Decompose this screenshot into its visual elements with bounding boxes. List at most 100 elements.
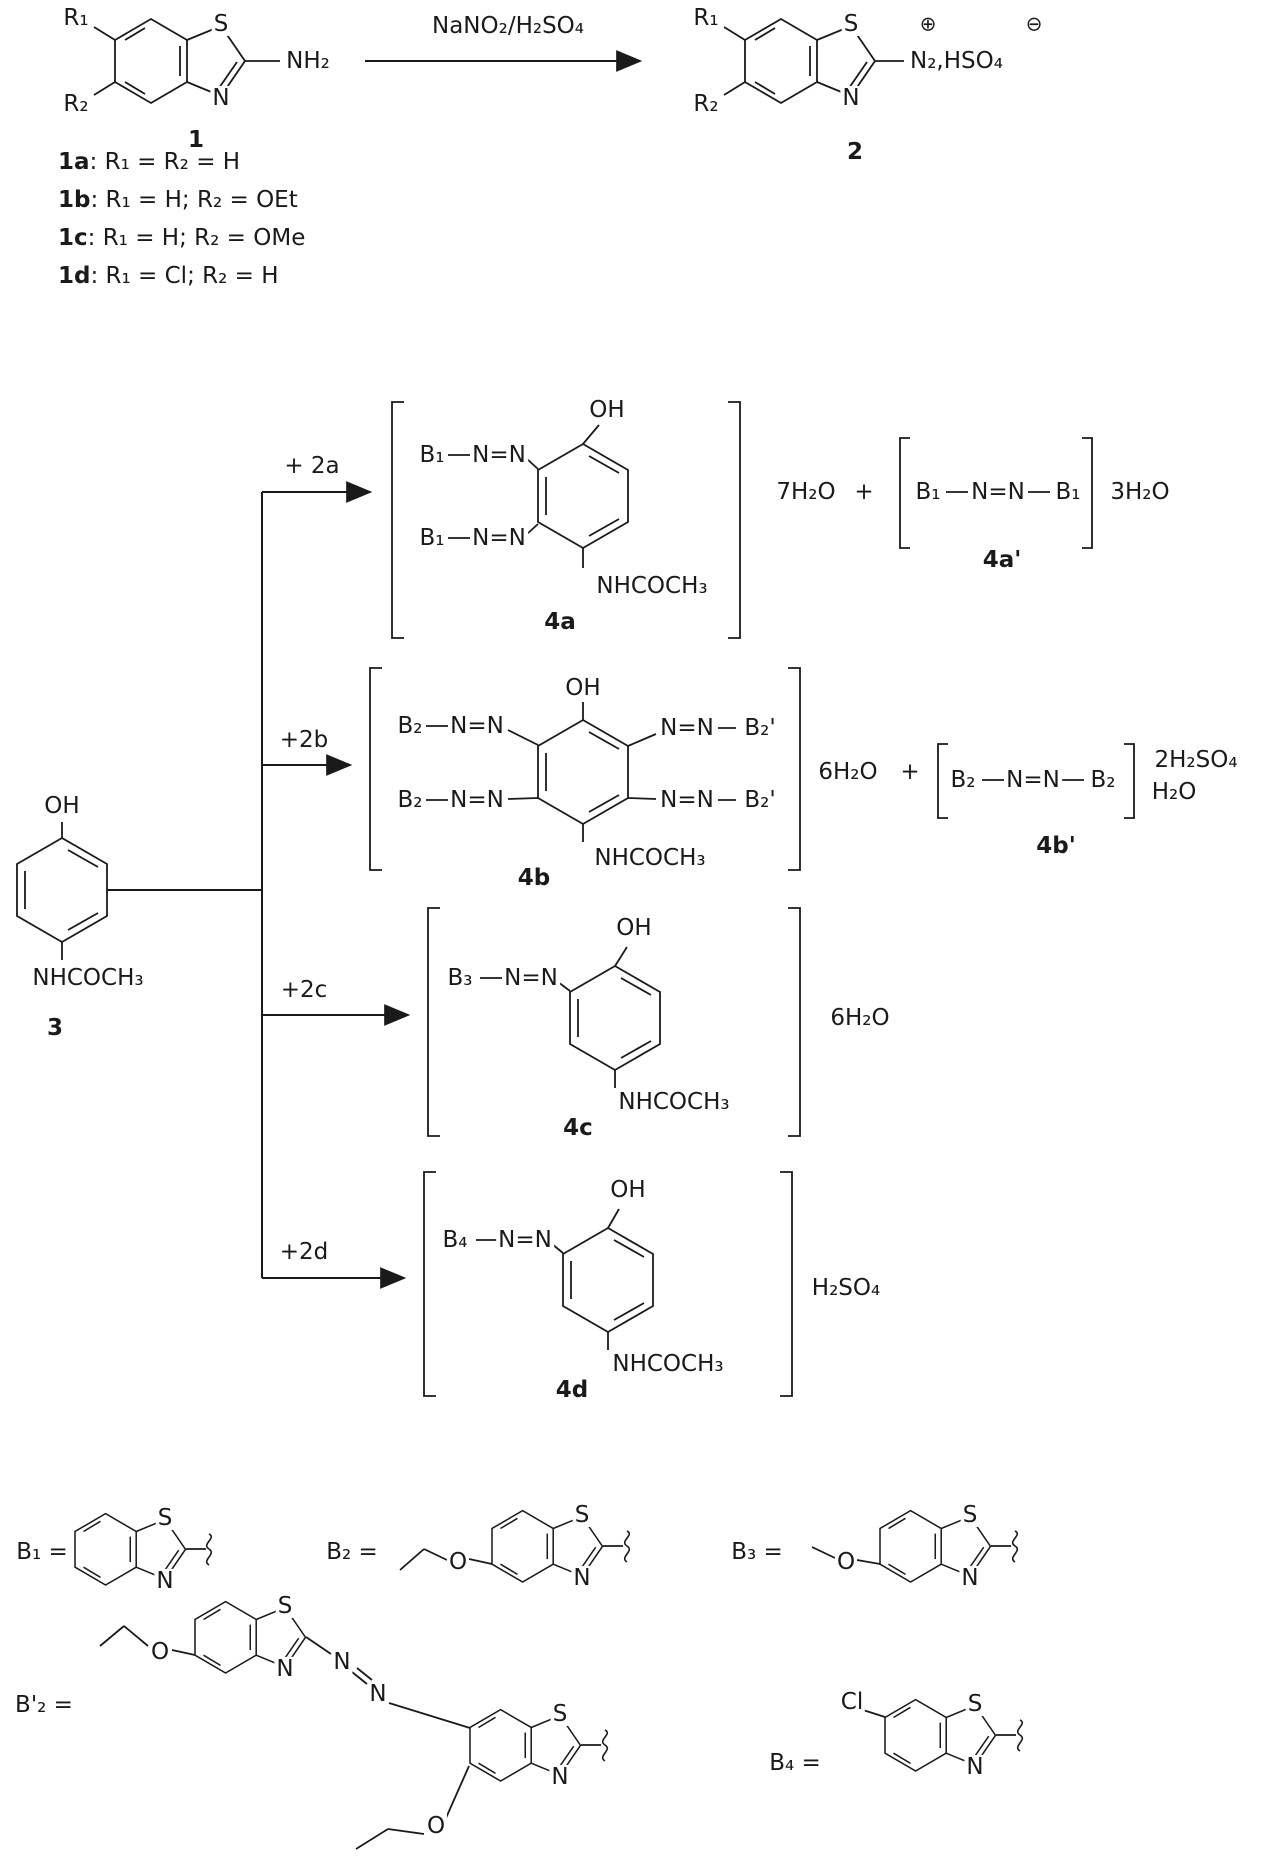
plus-charge-icon: ⊕ (919, 11, 937, 36)
b2-group: B₂ (1088, 766, 1118, 793)
sulfur-atom: S (841, 10, 861, 37)
nitrogen-atom: N (571, 1564, 593, 1591)
arrow-label-2d: +2d (279, 1238, 329, 1265)
sulfur-atom: S (211, 10, 231, 37)
legend-item: 1a: R₁ = R₂ = H (58, 150, 240, 174)
legend-id: 1d (58, 262, 91, 289)
r2-label: R₂ (61, 90, 91, 117)
compound-2-structure (723, 18, 904, 104)
compound-2-label: 2 (846, 138, 864, 165)
sulfur-atom: S (965, 1690, 985, 1717)
sulfur-atom: S (155, 1504, 175, 1531)
product-4b-label: 4b (517, 864, 551, 891)
b1-definition-label: B₁ = (16, 1538, 68, 1565)
azo-group: N=N (470, 441, 528, 468)
arrow-label-2a: + 2a (284, 452, 340, 479)
b2-group: B₂ (395, 712, 425, 739)
azo-group: N=N (502, 964, 560, 991)
acetamido-group: NHCOCH₃ (594, 572, 710, 599)
sulfur-atom: S (275, 1592, 295, 1619)
sulfuric-acid-label: H₂SO₄ (811, 1274, 881, 1301)
azo-group: N=N (448, 712, 506, 739)
compound-3-structure (16, 822, 108, 960)
product-4c-label: 4c (563, 1114, 593, 1141)
acetamido-group: NHCOCH₃ (592, 844, 708, 871)
azo-group: N=N (658, 714, 716, 741)
b3-definition-label: B₃ = (731, 1538, 783, 1565)
b4-definition-label: B₄ = (769, 1749, 821, 1776)
amine-group: NH₂ (284, 47, 332, 74)
b1-group: B₁ (913, 478, 943, 505)
azo-group: N=N (496, 1226, 554, 1253)
nitrogen-atom: N (964, 1753, 986, 1780)
r1-label: R₁ (691, 4, 721, 31)
legend-id: 1b (58, 186, 91, 213)
legend-item: 1b: R₁ = H; R₂ = OEt (58, 188, 298, 212)
nitrogen-atom: N (154, 1567, 176, 1594)
plus-sign: + (900, 758, 920, 785)
compound-3-label: 3 (46, 1014, 64, 1041)
arrow-label-2c: +2c (280, 976, 328, 1003)
diazonium-group: N₂,HSO₄ (908, 47, 1005, 74)
b4-group: B₄ (440, 1226, 470, 1253)
legend-text: : R₁ = H; R₂ = OMe (87, 224, 306, 251)
product-4c-structure (427, 907, 801, 1137)
water-6-label: 6H₂O (818, 758, 878, 785)
oxygen-atom: O (834, 1548, 858, 1575)
b1-group: B₁ (417, 524, 447, 551)
compound-1-structure (93, 18, 280, 104)
product-4d-structure (423, 1171, 793, 1397)
water-7-label: 7H₂O (776, 478, 836, 505)
compound-1-label: 1 (187, 126, 205, 153)
reagent-label: NaNO₂/H₂SO₄ (431, 12, 585, 39)
b2-prime-group: B₂' (742, 786, 778, 813)
r2-label: R₂ (691, 90, 721, 117)
sulfuric-acid-2-label: 2H₂SO₄ (1154, 746, 1238, 773)
b2-definition-label: B₂ = (326, 1538, 378, 1565)
legend-id: 1a (58, 148, 90, 175)
b2-group: B₂ (395, 786, 425, 813)
hydroxyl-group: OH (608, 1176, 648, 1203)
azo-group: N=N (470, 524, 528, 551)
b1-group: B₁ (1053, 478, 1083, 505)
legend-item: 1c: R₁ = H; R₂ = OMe (58, 226, 305, 250)
b2-group: B₂ (948, 766, 978, 793)
b2-prime-definition-label: B'₂ = (15, 1691, 73, 1718)
nitrogen-atom: N (274, 1655, 296, 1682)
oxygen-atom: O (424, 1812, 448, 1839)
b3-group: B₃ (445, 964, 475, 991)
b1-definition-structure (74, 1512, 213, 1586)
legend-text: : R₁ = R₂ = H (89, 148, 241, 175)
azo-group: N=N (969, 478, 1027, 505)
oxygen-atom: O (446, 1548, 470, 1575)
azo-group: N=N (1004, 766, 1062, 793)
sulfur-atom: S (960, 1501, 980, 1528)
product-4a-structure (391, 401, 741, 639)
water-3-label: 3H₂O (1110, 478, 1170, 505)
acetamido-group: NHCOCH₃ (30, 964, 146, 991)
hydroxyl-group: OH (563, 674, 603, 701)
nitrogen-atom: N (840, 84, 862, 111)
acetamido-group: NHCOCH₃ (616, 1088, 732, 1115)
hydroxyl-group: OH (42, 792, 82, 819)
minus-charge-icon: ⊖ (1025, 11, 1043, 36)
nitrogen-atom: N (959, 1564, 981, 1591)
azo-group: N=N (448, 786, 506, 813)
b4-definition-structure (862, 1698, 1024, 1772)
b2-prime-definition-structure (99, 1600, 609, 1850)
azo-nitrogen-atom: N (367, 1680, 389, 1707)
product-4d-label: 4d (555, 1376, 589, 1403)
product-4a-prime-label: 4a' (982, 546, 1022, 573)
b1-group: B₁ (417, 441, 447, 468)
r1-label: R₁ (61, 4, 91, 31)
water-label: H₂O (1151, 778, 1197, 805)
water-6-label: 6H₂O (830, 1004, 890, 1031)
sulfur-atom: S (550, 1700, 570, 1727)
legend-text: : R₁ = H; R₂ = OEt (90, 186, 298, 213)
chlorine-atom: Cl (838, 1688, 866, 1715)
arrow-label-2b: +2b (279, 726, 329, 753)
product-4b-prime-structure (937, 743, 1135, 819)
b3-definition-structure (811, 1509, 1019, 1583)
